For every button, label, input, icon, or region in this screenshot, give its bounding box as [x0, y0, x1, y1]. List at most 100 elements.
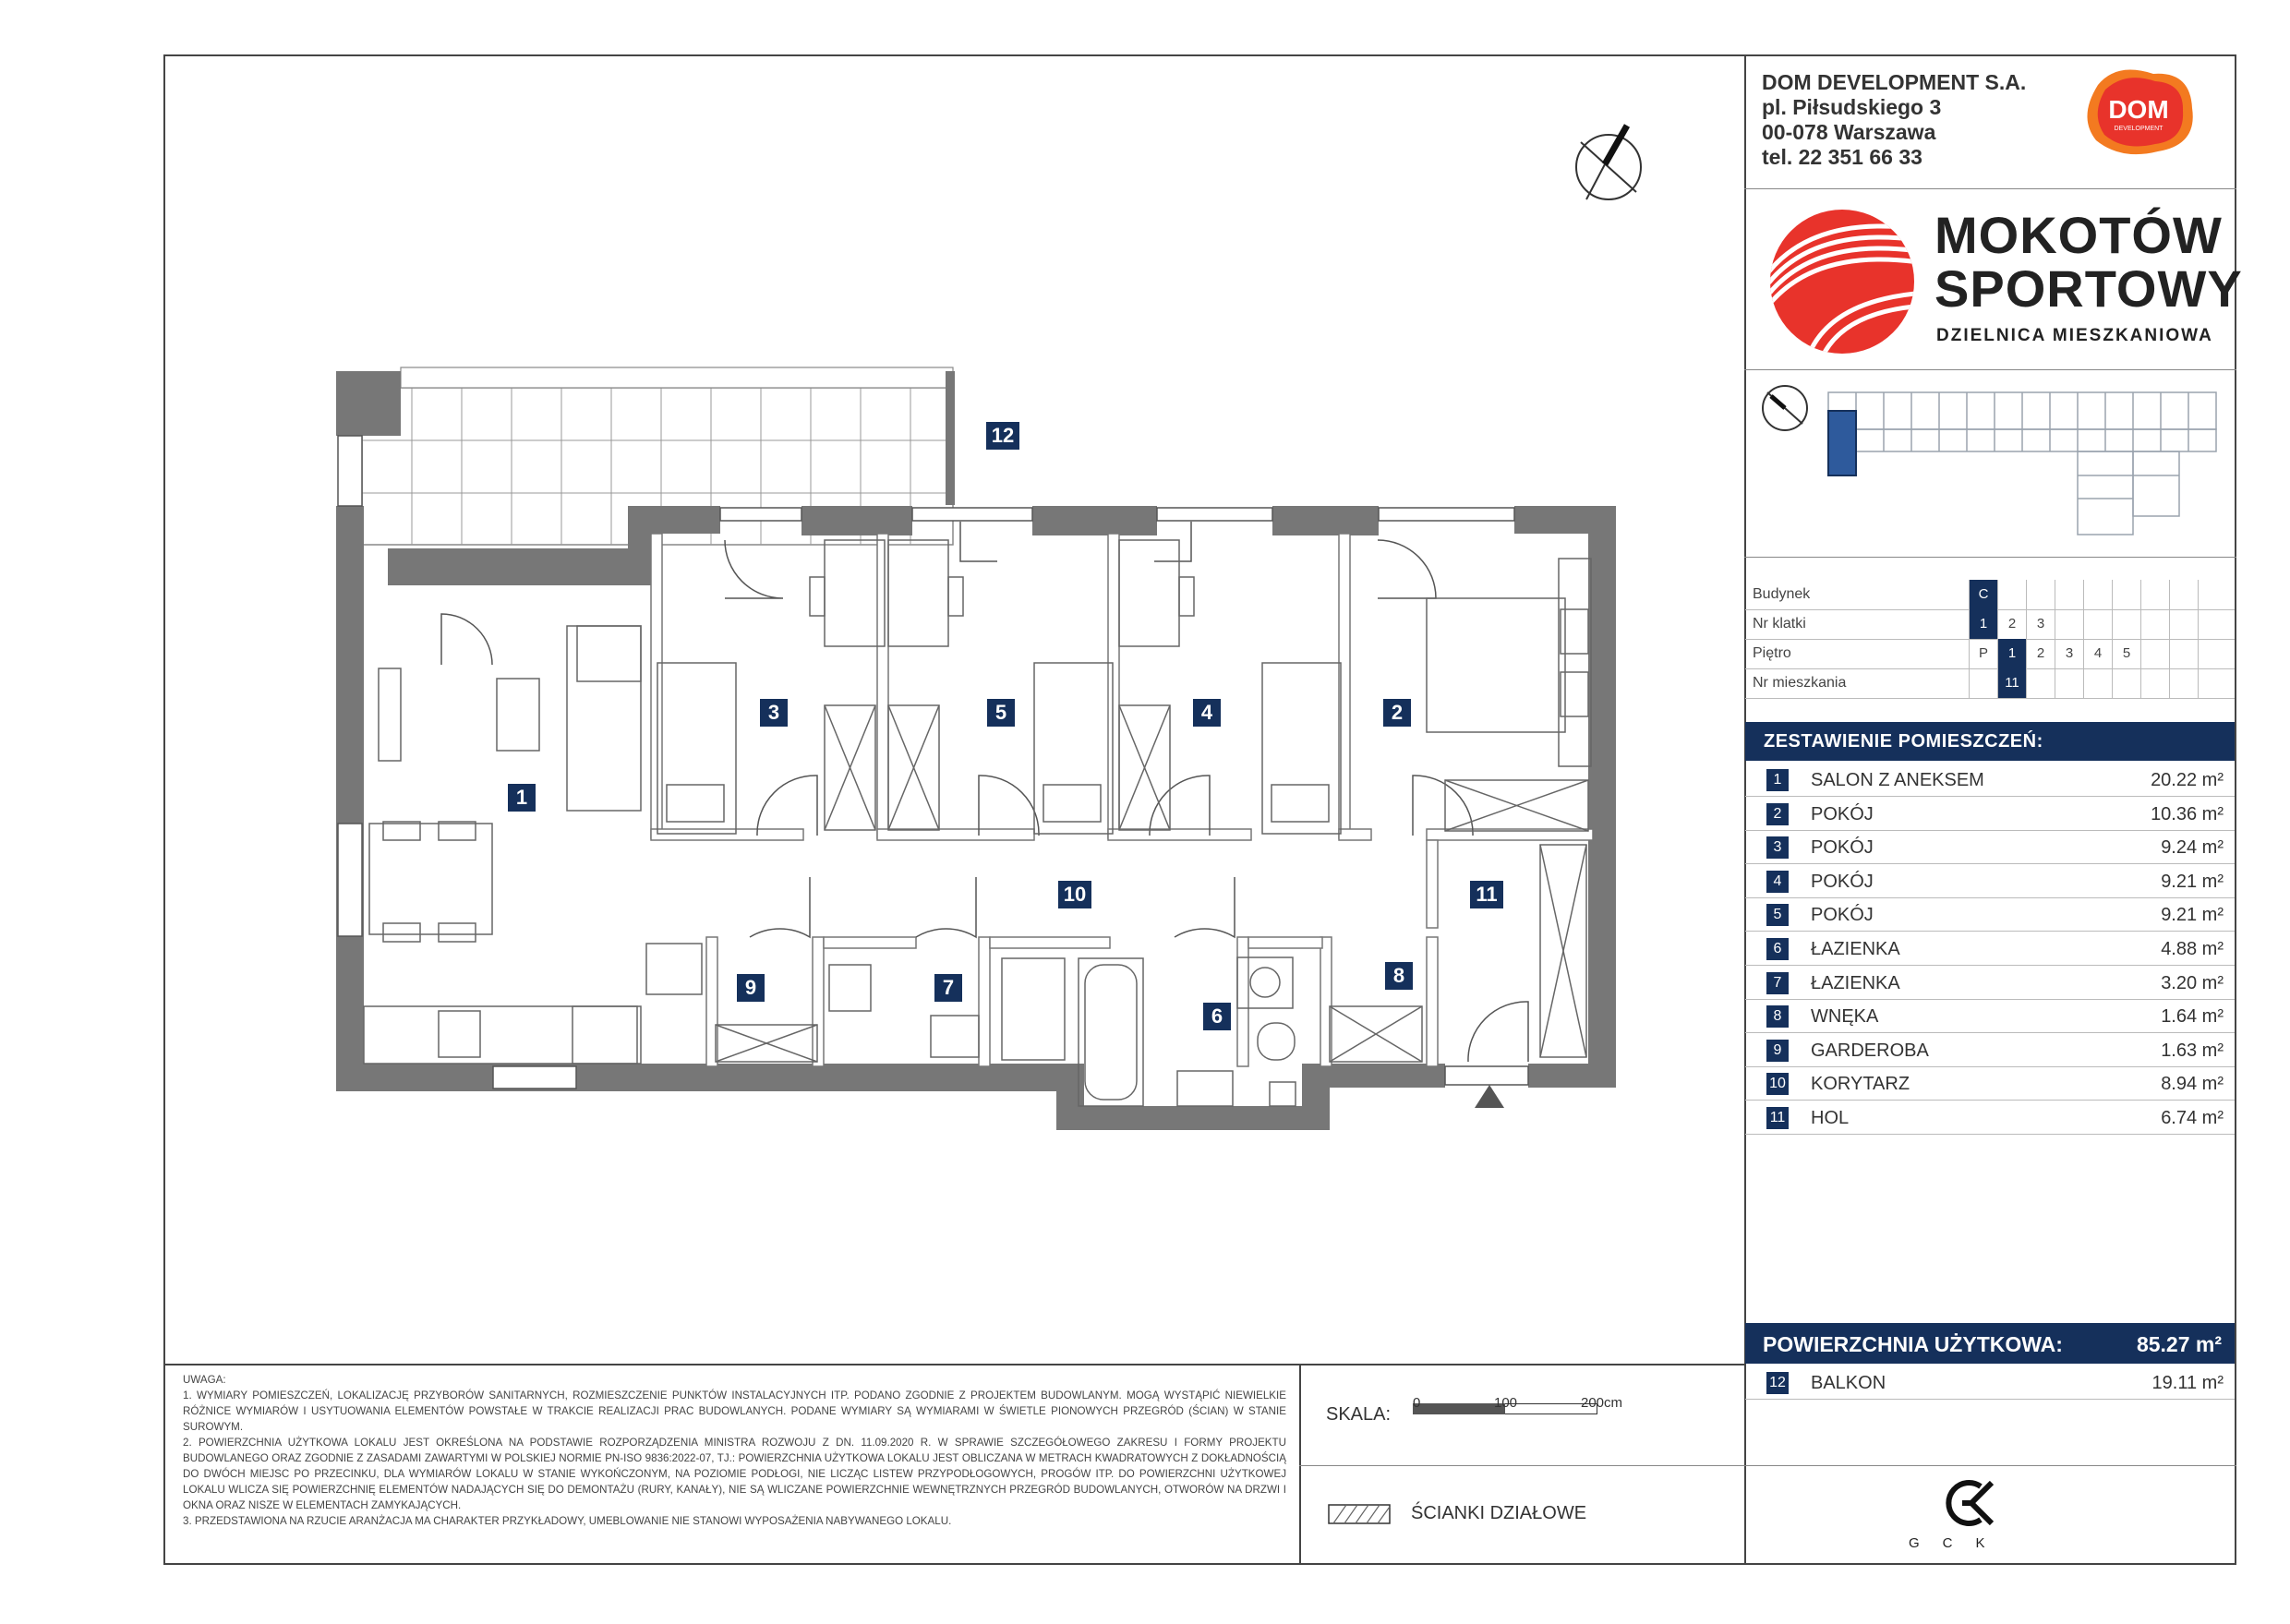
room-area: 10.36 m² — [2151, 803, 2224, 824]
key-plan-compass-icon — [1762, 385, 1808, 431]
room-name: WNĘKA — [1811, 1006, 1879, 1028]
info-cell — [2083, 580, 2112, 609]
partition-legend-icon — [1328, 1504, 1391, 1524]
room-area: 4.88 m² — [2161, 939, 2224, 959]
scale-bar — [1413, 1403, 1597, 1414]
company-address: DOM DEVELOPMENT S.A. pl. Piłsudskiego 3 … — [1762, 70, 2026, 170]
project-name-line1: MOKOTÓW — [1934, 206, 2223, 264]
sidebar-divider — [1744, 54, 1746, 1565]
plan-label-7: 7 — [934, 974, 962, 1002]
gck-letters: GCK — [1909, 1535, 2008, 1551]
room-area: 9.24 m² — [2161, 837, 2224, 859]
info-cell: 1 — [1997, 639, 2026, 668]
info-cell — [2055, 609, 2083, 639]
room-name: ŁAZIENKA — [1811, 939, 1900, 959]
info-cell — [2198, 580, 2226, 609]
key-plan — [1754, 374, 2235, 554]
note-1: 1. WYMIARY POMIESZCZEŃ, LOKALIZACJĘ PRZY… — [183, 1389, 1286, 1433]
balcony-name: BALKON — [1811, 1373, 1886, 1393]
info-cell — [2140, 609, 2169, 639]
rooms-heading: ZESTAWIENIE POMIESZCZEŃ: — [1745, 722, 2235, 761]
rooms-heading-text: ZESTAWIENIE POMIESZCZEŃ: — [1764, 731, 2043, 752]
info-label: Nr klatki — [1753, 616, 1806, 632]
room-row: 6 ŁAZIENKA 4.88 m² — [1745, 932, 2235, 966]
info-cell: 1 — [1969, 609, 1997, 639]
info-cell: 4 — [2083, 639, 2112, 668]
plan-label-9: 9 — [737, 974, 765, 1002]
balcony-num: 12 — [1766, 1372, 1789, 1394]
room-area: 9.21 m² — [2161, 905, 2224, 926]
room-num: 1 — [1766, 769, 1789, 791]
plan-label-6: 6 — [1203, 1003, 1231, 1030]
project-subtitle: DZIELNICA MIESZKANIOWA — [1936, 326, 2213, 345]
room-name: HOL — [1811, 1108, 1850, 1128]
scale-tick-200: 200cm — [1581, 1395, 1623, 1411]
scale-legend-divider — [1299, 1465, 1745, 1466]
notes-title: UWAGA: — [183, 1374, 226, 1386]
room-area: 6.74 m² — [2161, 1108, 2224, 1128]
info-cell — [2026, 580, 2055, 609]
room-num: 6 — [1766, 938, 1789, 960]
info-cell — [2198, 668, 2226, 698]
note-3: 3. PRZEDSTAWIONA NA RZUCIE ARANŻACJA MA … — [183, 1515, 952, 1527]
info-cell: 2 — [2026, 639, 2055, 668]
info-label: Piętro — [1753, 645, 1791, 661]
dom-logo-subtext: DEVELOPMENT — [2115, 126, 2164, 132]
company-name: DOM DEVELOPMENT S.A. — [1762, 70, 2027, 94]
scale-tick-100: 100 — [1494, 1395, 1518, 1411]
scale-divider — [1299, 1364, 1301, 1565]
dom-logo-text: DOM — [2108, 95, 2168, 124]
info-cell — [2083, 609, 2112, 639]
entrance-marker-icon — [1475, 1085, 1504, 1108]
room-area: 20.22 m² — [2151, 770, 2224, 790]
scale-label: SKALA: — [1326, 1404, 1392, 1425]
company-phone: tel. 22 351 66 33 — [1762, 145, 1922, 169]
info-cell — [2169, 580, 2198, 609]
legend-label: ŚCIANKI DZIAŁOWE — [1411, 1503, 1587, 1523]
info-cell: C — [1969, 580, 1997, 609]
note-2: 2. POWIERZCHNIA UŻYTKOWA LOKALU JEST OKR… — [183, 1437, 1286, 1511]
info-cell — [2055, 668, 2083, 698]
info-cell: 2 — [1997, 609, 2026, 639]
info-cell: 3 — [2026, 609, 2055, 639]
plan-label-8: 8 — [1385, 962, 1413, 990]
key-plan-highlight — [1827, 410, 1857, 476]
project-name-line2: SPORTOWY — [1934, 259, 2243, 318]
info-cell: 11 — [1997, 668, 2026, 698]
room-name: POKÓJ — [1811, 803, 1874, 824]
info-label: Budynek — [1753, 586, 1811, 602]
footer-divider — [1744, 1465, 2236, 1466]
info-cell — [1969, 668, 1997, 698]
plan-label-10: 10 — [1058, 881, 1091, 908]
room-num: 7 — [1766, 971, 1789, 994]
balcony-row: 12 BALKON 19.11 m² — [1745, 1365, 2235, 1400]
room-num: 8 — [1766, 1005, 1789, 1029]
info-cell: P — [1969, 639, 1997, 668]
company-city: 00-078 Warszawa — [1762, 120, 1936, 144]
compass-icon — [1573, 116, 1644, 218]
room-num: 2 — [1766, 802, 1789, 825]
room-num: 3 — [1766, 836, 1789, 860]
info-cell — [2198, 639, 2226, 668]
room-num: 4 — [1766, 870, 1789, 893]
info-cell — [1997, 580, 2026, 609]
room-num: 5 — [1766, 904, 1789, 927]
room-area: 1.63 m² — [2161, 1040, 2224, 1061]
dom-development-logo: DOM DEVELOPMENT — [2079, 66, 2200, 159]
info-cell — [2026, 668, 2055, 698]
balcony-area: 19.11 m² — [2151, 1373, 2224, 1393]
info-cell — [2169, 609, 2198, 639]
sheet-frame — [163, 54, 2236, 1565]
plan-label-12: 12 — [986, 422, 1019, 450]
header-divider-1 — [1744, 188, 2236, 189]
